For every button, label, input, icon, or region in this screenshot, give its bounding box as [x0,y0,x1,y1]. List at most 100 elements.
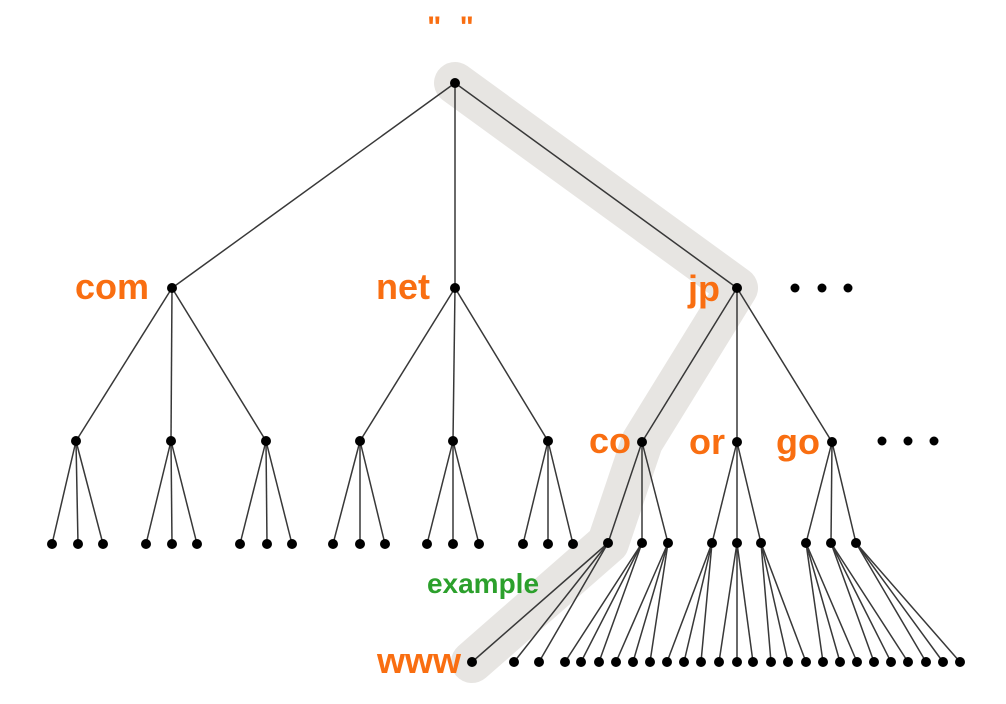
node-dot-root [450,78,460,88]
tree-edge-net-c-net-c3 [547,440,574,545]
tree-edge-go-c-goc-2 [855,542,944,663]
tree-edge-jp-co [641,287,738,443]
tree-edge-com-a-com-a3 [75,440,104,545]
tld-more-ellipsis-dot-1 [790,283,800,293]
node-dot-net-a [355,436,365,446]
node-dot-orc-1 [766,657,776,667]
node-dot-go-b [826,538,836,548]
node-dot-orc-2 [783,657,793,667]
node-dot-net-c3 [568,539,578,549]
node-dot-jp [732,283,742,293]
node-dot-goc-1 [921,657,931,667]
tree-edge-example-www [471,542,609,663]
node-dot-net-b1 [422,539,432,549]
node-dot-com-c [261,436,271,446]
tree-edge-com-c-com-c3 [265,440,293,545]
node-dot-gob-1 [869,657,879,667]
node-dot-orb-2 [732,657,742,667]
node-dot-goc-2 [938,657,948,667]
node-dot-net-b2 [448,539,458,549]
tree-edge-or-b-orb-3 [736,542,754,663]
tree-edge-co-b-cob-2 [580,542,643,663]
tree-edge-go-a-goa-3 [805,542,858,663]
node-dot-ora-1 [662,657,672,667]
jp-sld-more-ellipsis-dot-1 [877,436,887,446]
tree-edge-com-com-b [170,287,173,442]
tree-edge-com-c-com-c2 [265,440,268,545]
tree-edge-net-net-c [454,287,549,442]
node-dot-net-b [448,436,458,446]
node-dot-com-a3 [98,539,108,549]
tree-edge-co-c-coc-3 [649,542,669,663]
node-dot-ex-3 [534,657,544,667]
node-dot-com-c3 [287,539,297,549]
tree-edge-net-a-net-a1 [332,440,361,545]
tree-edge-net-c-net-c1 [522,440,549,545]
tree-edge-com-com-a [75,287,173,442]
or-label: or [689,421,725,462]
tree-edge-or-a-ora-2 [683,542,713,663]
node-dot-co [637,437,647,447]
node-dot-net-b3 [474,539,484,549]
tree-edge-com-a-com-a2 [75,440,79,545]
co-label: co [588,420,631,461]
node-dot-com-a1 [47,539,57,549]
node-dot-net [450,283,460,293]
node-dot-orc-3 [801,657,811,667]
tree-edge-or-b-orb-1 [718,542,738,663]
node-dot-gob-2 [886,657,896,667]
tree-edge-or-c-orc-2 [760,542,789,663]
tree-edge-or-c-orc-1 [760,542,772,663]
node-dot-go-a [801,538,811,548]
node-dot-com-b [166,436,176,446]
tree-edge-jp-go [736,287,833,443]
www-label: www [376,640,461,681]
jp-sld-more-ellipsis-dot-2 [903,436,913,446]
tree-edge-com-c-com-c1 [239,440,267,545]
node-dot-com-b2 [167,539,177,549]
example-label: example [426,568,540,599]
node-dot-cob-1 [560,657,570,667]
tree-edge-co-example [607,441,643,544]
tree-edge-go-c-goc-3 [855,542,961,663]
node-dot-cob-3 [594,657,604,667]
node-dot-or-a [707,538,717,548]
tree-edge-co-c-coc-1 [615,542,669,663]
com-label: com [74,266,149,307]
node-dot-coc-3 [645,657,655,667]
tree-edge-net-net-a [359,287,456,442]
tree-edge-go-b-gob-3 [830,542,909,663]
node-dot-goa-1 [818,657,828,667]
tree-edge-net-b-net-b1 [426,440,454,545]
tree-edge-or-c-orc-3 [760,542,807,663]
node-dot-ora-2 [679,657,689,667]
node-dot-go-c [851,538,861,548]
tree-edge-com-b-com-b1 [145,440,172,545]
tree-edge-root-com [171,82,456,289]
node-dot-com-c2 [262,539,272,549]
tree-edge-go-go-b [830,441,833,544]
node-dot-cob-2 [576,657,586,667]
jp-label: jp [688,268,720,309]
tree-edge-net-b-net-b3 [452,440,480,545]
node-dot-co-b [637,538,647,548]
tree-edge-or-or-c [736,441,762,544]
node-dot-coc-1 [611,657,621,667]
tree-edge-co-b-cob-3 [598,542,643,663]
net-label: net [376,266,430,307]
node-dot-www [467,657,477,667]
node-dot-net-a2 [355,539,365,549]
tree-edge-com-com-c [171,287,267,442]
node-dot-or-b [732,538,742,548]
tld-more-ellipsis-dot-3 [843,283,853,293]
tree-edge-go-go-a [805,441,833,544]
node-dot-net-a3 [380,539,390,549]
tree-edge-co-co-c [641,441,669,544]
node-dot-ora-3 [696,657,706,667]
tree-edge-net-net-b [452,287,456,442]
node-dot-goc-3 [955,657,965,667]
node-dot-or [732,437,742,447]
tree-edge-or-or-a [711,441,738,544]
root-label: " " [427,11,479,44]
